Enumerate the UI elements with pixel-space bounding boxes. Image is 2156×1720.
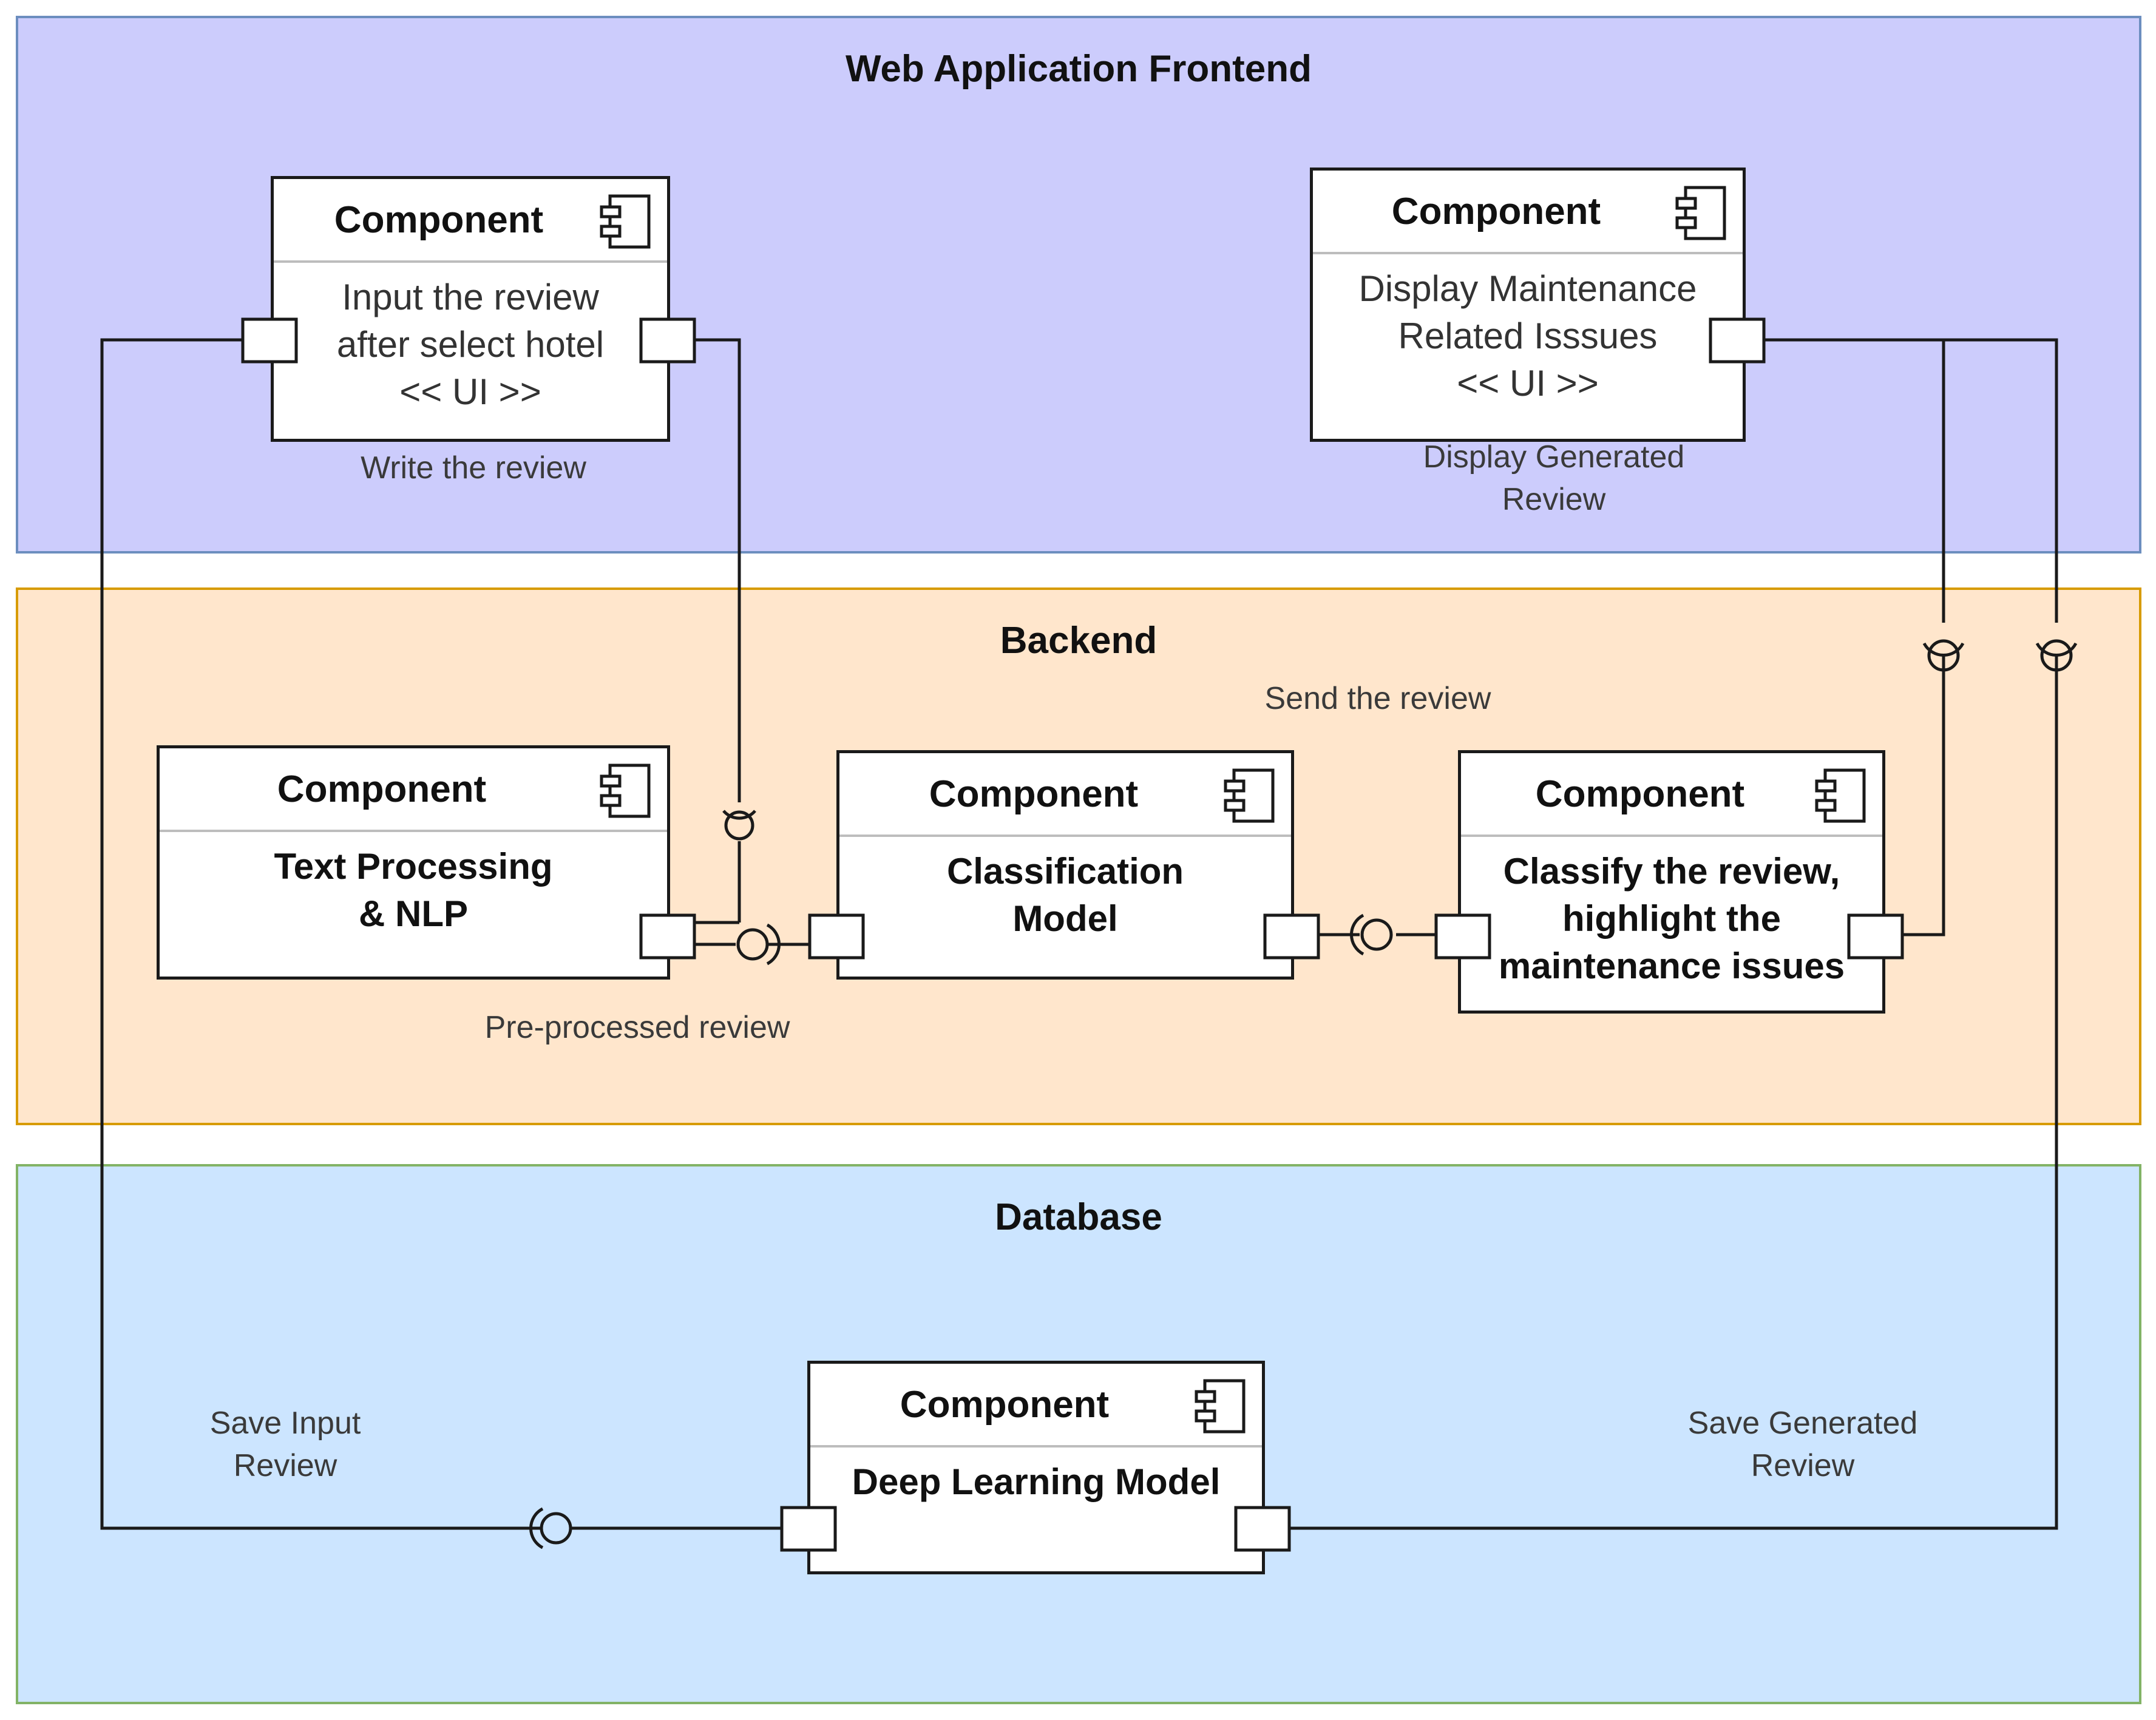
label-save-generated-review: Save Generated Review [1627, 1402, 1979, 1487]
interface-ball-3 [1360, 918, 1393, 951]
component-body: Deep Learning Model [810, 1458, 1262, 1506]
interface-ball-4 [1927, 639, 1960, 672]
port-classify-left [1434, 913, 1491, 960]
frontend-tier-title: Web Application Frontend [845, 48, 1312, 90]
connector-save-generated [1944, 338, 2058, 623]
port-text-right [639, 913, 696, 960]
label-text: Save Input [209, 1406, 361, 1441]
component-deep-learning-model: Component Deep Learning Model [807, 1361, 1265, 1574]
component-icon [600, 764, 651, 818]
interface-socket-4 [1922, 642, 1965, 657]
label-display-generated: Display Generated Review [1372, 436, 1736, 521]
component-text: Model [1012, 898, 1118, 939]
component-text-processing: Component Text Processing & NLP [157, 745, 670, 980]
port-db-right [1234, 1506, 1291, 1552]
label-preprocessed-review: Pre-processed review [461, 1006, 813, 1049]
component-stereotype: Component [334, 199, 544, 241]
component-body: Classification Model [839, 848, 1291, 943]
backend-tier-title: Backend [1000, 620, 1158, 662]
database-tier-title: Database [995, 1196, 1162, 1238]
label-send-review: Send the review [1232, 677, 1524, 720]
component-stereotype: Component [900, 1384, 1110, 1426]
port-classification-left [808, 913, 865, 960]
port-classification-right [1263, 913, 1320, 960]
component-text: maintenance issues [1498, 946, 1845, 986]
component-classify-review: Component Classify the review, highlight… [1458, 750, 1885, 1014]
component-text: after select hotel [336, 324, 605, 365]
label-text: Review [233, 1448, 337, 1483]
component-icon [1815, 768, 1866, 823]
component-text: << UI >> [1457, 363, 1599, 404]
port-display-right [1709, 317, 1766, 364]
component-text: Display Maintenance [1358, 268, 1697, 309]
connector-save-input [100, 338, 541, 1530]
interface-socket-1 [722, 810, 756, 820]
component-stereotype: Component [1535, 773, 1745, 815]
component-text: Input the review [342, 277, 599, 317]
label-save-input-review: Save Input Review [176, 1402, 395, 1487]
label-text: Display Generated [1423, 439, 1685, 475]
component-text: Deep Learning Model [852, 1461, 1221, 1502]
component-text: Text Processing [274, 846, 553, 887]
connector-display-generated [1902, 655, 1945, 936]
component-classification-model: Component Classification Model [836, 750, 1294, 980]
interface-ball-6 [540, 1512, 572, 1545]
component-stereotype: Component [929, 773, 1139, 815]
interface-socket-2 [766, 923, 781, 966]
label-text: Save Generated [1687, 1406, 1918, 1441]
component-icon [1195, 1379, 1246, 1434]
interface-socket-3 [1349, 913, 1364, 956]
interface-ball-1 [724, 810, 754, 841]
interface-socket-6 [529, 1507, 544, 1549]
label-text: Write the review [361, 450, 586, 486]
connector-write-review [694, 338, 741, 802]
port-db-left [780, 1506, 837, 1552]
component-text: << UI >> [399, 371, 541, 412]
component-text: highlight the [1562, 898, 1781, 939]
label-text: Review [1751, 1448, 1855, 1483]
port-input-right [639, 317, 696, 364]
component-stereotype: Component [277, 768, 487, 810]
component-icon [1224, 768, 1275, 823]
component-display-issues-ui: Component Display Maintenance Related Is… [1310, 168, 1746, 442]
component-body: Text Processing & NLP [160, 843, 667, 938]
component-body: Classify the review, highlight the maint… [1461, 848, 1882, 990]
label-write-review: Write the review [328, 447, 619, 489]
component-text: Related Isssues [1398, 316, 1658, 356]
component-text: & NLP [359, 893, 468, 934]
interface-ball-5 [2040, 639, 2073, 672]
component-stereotype: Component [1391, 191, 1601, 232]
interface-ball-2 [736, 928, 769, 961]
port-input-left [241, 317, 298, 364]
component-input-review-ui: Component Input the review after select … [271, 176, 670, 442]
component-icon [1675, 186, 1726, 240]
label-text: Pre-processed review [484, 1010, 790, 1045]
label-text: Send the review [1264, 681, 1491, 716]
component-body: Input the review after select hotel << U… [274, 274, 667, 416]
port-classify-right [1847, 913, 1904, 960]
component-text: Classification [946, 851, 1184, 892]
interface-socket-5 [2035, 642, 2078, 657]
component-icon [600, 194, 651, 249]
component-body: Display Maintenance Related Isssues << U… [1313, 265, 1743, 407]
component-text: Classify the review, [1503, 851, 1840, 892]
label-text: Review [1502, 482, 1606, 517]
